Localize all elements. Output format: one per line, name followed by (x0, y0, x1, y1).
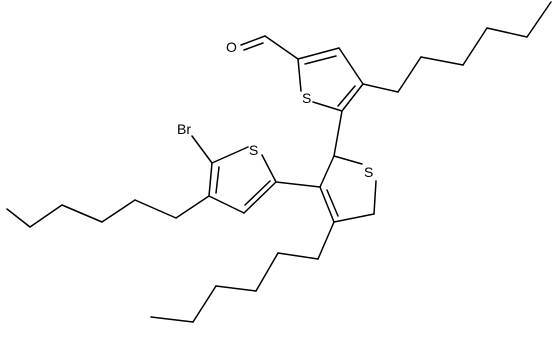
inter-ring-bond-lower (275, 181, 321, 188)
hexyl-chain-middle (150, 221, 335, 323)
oxygen-atom-label: O (226, 39, 237, 55)
inter-ring-bond-upper (333, 110, 343, 157)
bromine-atom-label: Br (177, 121, 191, 137)
hexyl-chain-left (6, 195, 210, 228)
thiophene-ring-left (208, 146, 277, 214)
hexyl-chain-top (362, 1, 552, 93)
sulfur-atom-label-left: S (249, 142, 258, 158)
sulfur-atom-label-top: S (302, 90, 311, 106)
thiophene-ring-top (297, 47, 364, 112)
thiophene-ring-middle (319, 155, 377, 223)
bromine-bond (191, 135, 213, 164)
sulfur-atom-label-middle: S (364, 164, 373, 180)
aldehyde-group (240, 35, 299, 60)
